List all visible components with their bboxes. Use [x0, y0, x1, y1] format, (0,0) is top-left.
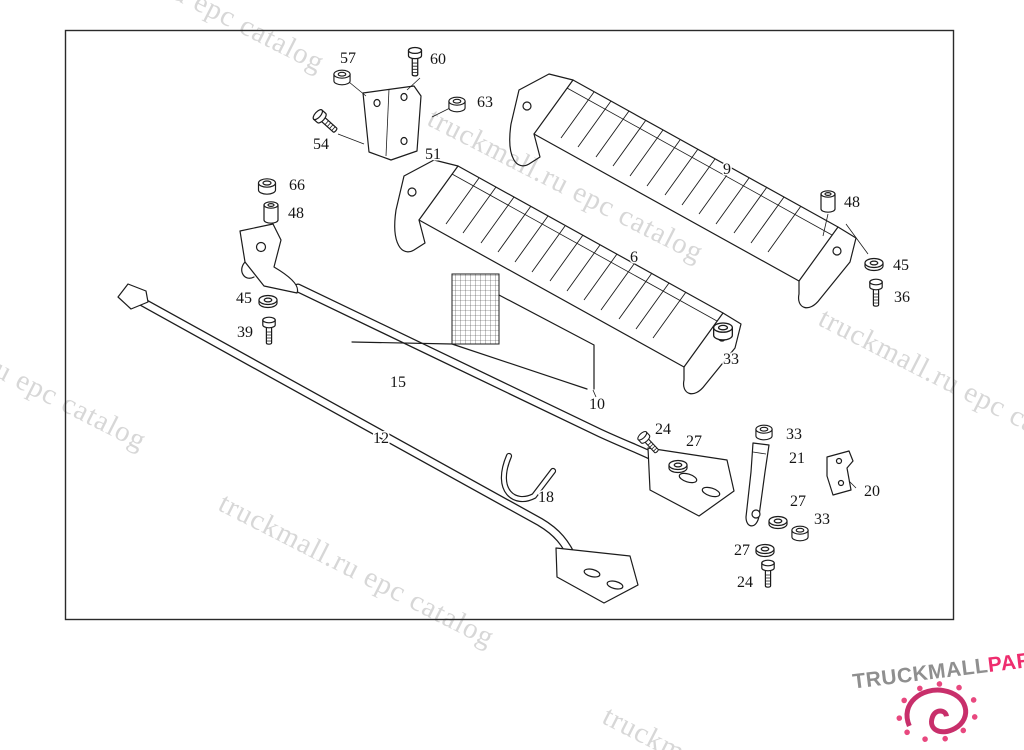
- step-bar-lower: [117, 283, 639, 604]
- part-label-45: 45: [236, 290, 252, 307]
- part-label-12: 12: [373, 430, 389, 447]
- angle-bracket-20: [826, 450, 857, 496]
- nut-33-icon: [712, 322, 734, 341]
- u-bolt-18: [500, 452, 557, 503]
- part-label-66: 66: [289, 177, 305, 194]
- nut-63-icon: [448, 96, 466, 113]
- washer-45-icon: [864, 257, 884, 272]
- part-label-60: 60: [430, 51, 446, 68]
- part-label-33: 33: [723, 351, 739, 368]
- washer-27-icon: [768, 515, 788, 530]
- flange-nut-66-icon: [257, 178, 277, 195]
- mesh-panel-15: [351, 273, 597, 398]
- part-label-51: 51: [425, 146, 441, 163]
- mounting-plate-51: [337, 77, 451, 161]
- part-label-33: 33: [786, 426, 802, 443]
- bushing-48-icon: [820, 190, 836, 213]
- part-label-48: 48: [844, 194, 860, 211]
- part-label-63: 63: [477, 94, 493, 111]
- part-label-27: 27: [686, 433, 702, 450]
- bolt-24-icon: [761, 559, 775, 588]
- part-label-45: 45: [893, 257, 909, 274]
- part-label-24: 24: [655, 421, 671, 438]
- part-label-21: 21: [789, 450, 805, 467]
- part-label-6: 6: [630, 249, 638, 266]
- tread-panel-9: [509, 73, 857, 309]
- part-label-10: 10: [589, 396, 605, 413]
- part-label-39: 39: [237, 324, 253, 341]
- washer-27-icon: [668, 459, 688, 474]
- part-label-54: 54: [313, 136, 329, 153]
- part-label-20: 20: [864, 483, 880, 500]
- washer-45-icon: [258, 294, 278, 309]
- washer-27-icon: [755, 543, 775, 558]
- nut-33-icon: [755, 424, 773, 441]
- flange-nut-57-icon: [333, 69, 351, 86]
- part-label-27: 27: [734, 542, 750, 559]
- bolt-60-icon: [407, 46, 423, 77]
- bushing-48-icon: [263, 201, 279, 224]
- strap-bracket-21: [745, 442, 770, 527]
- part-label-18: 18: [538, 489, 554, 506]
- bolt-36-icon: [869, 278, 883, 307]
- diagram-frame: [64, 29, 955, 621]
- part-label-27: 27: [790, 493, 806, 510]
- part-label-57: 57: [340, 50, 356, 67]
- logo-gear-icon: [896, 681, 978, 742]
- bolt-54-icon: [310, 107, 341, 137]
- part-label-24: 24: [737, 574, 753, 591]
- part-label-33: 33: [814, 511, 830, 528]
- nut-33-icon: [791, 525, 809, 542]
- part-label-15: 15: [390, 374, 406, 391]
- step-bar-upper: [239, 223, 735, 517]
- part-label-48: 48: [288, 205, 304, 222]
- leader-lines: [822, 213, 869, 255]
- bolt-39-icon: [262, 316, 276, 345]
- part-label-36: 36: [894, 289, 910, 306]
- part-label-9: 9: [723, 161, 731, 178]
